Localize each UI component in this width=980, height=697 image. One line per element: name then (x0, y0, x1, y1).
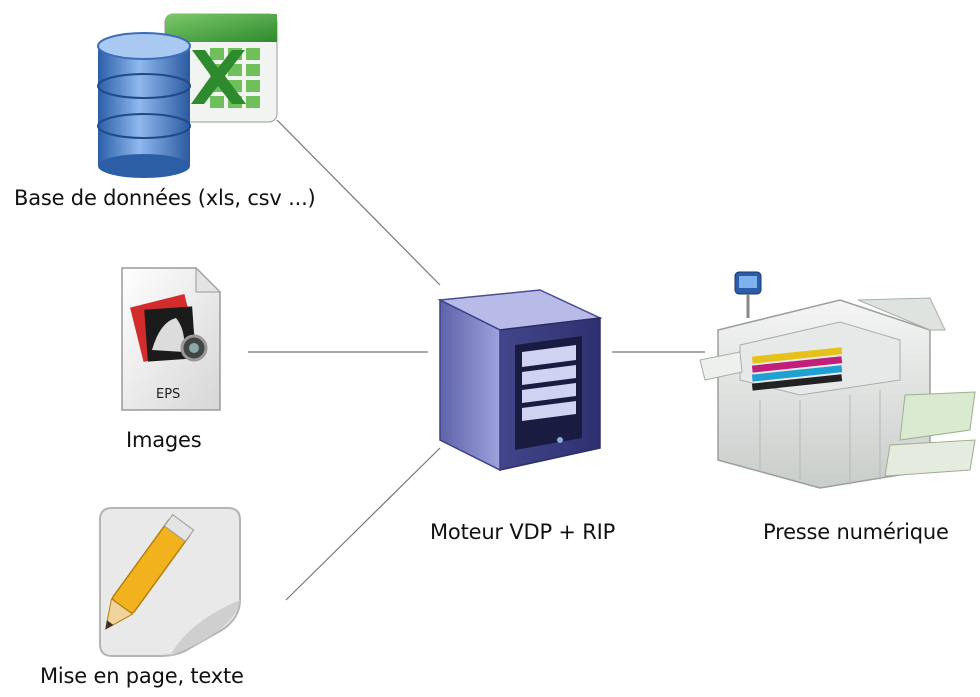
connectors (248, 119, 705, 601)
press-label: Presse numérique (763, 520, 949, 544)
layout-label: Mise en page, texte (40, 664, 244, 688)
database-spreadsheet-icon (97, 13, 278, 178)
engine-label: Moteur VDP + RIP (430, 520, 616, 544)
images-label: Images (126, 428, 202, 452)
pencil-page-icon (99, 507, 241, 657)
database-label: Base de données (xls, csv ...) (14, 186, 316, 210)
eps-badge-text: EPS (156, 387, 180, 402)
server-tower-icon (437, 289, 603, 472)
eps-file-icon: EPS (121, 266, 222, 411)
connector-layout-engine (285, 447, 441, 601)
connector-database-engine (276, 119, 441, 286)
digital-press-icon (699, 271, 976, 489)
